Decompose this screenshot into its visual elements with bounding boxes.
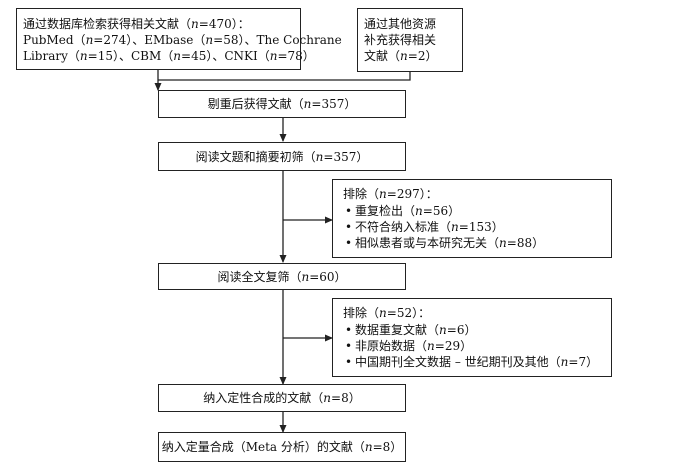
- exclusion-box-2: 排除（n=52）： 数据重复文献（n=6） 非原始数据（n=29） 中国期刊全文…: [332, 298, 612, 377]
- other-sources-line-3: 文献（n=2）: [364, 49, 438, 63]
- other-sources-box: 通过其他资源 补充获得相关 文献（n=2）: [357, 8, 463, 72]
- dedup-box: 剔重后获得文献（n=357）: [158, 90, 406, 118]
- exclusion-1-title: 排除（n=297）：: [343, 187, 438, 201]
- exclusion-2-item: 中国期刊全文数据 – 世纪期刊及其他（n=7）: [355, 354, 605, 370]
- exclusion-1-list: 重复检出（n=56） 不符合纳入标准（n=153） 相似患者或与本研究无关（n=…: [343, 203, 605, 251]
- exclusion-1-item: 不符合纳入标准（n=153）: [355, 219, 605, 235]
- other-sources-line-2: 补充获得相关: [364, 33, 437, 47]
- qualitative-synthesis-box: 纳入定性合成的文献（n=8）: [158, 384, 406, 412]
- exclusion-2-title: 排除（n=52）：: [343, 306, 431, 320]
- exclusion-2-list: 数据重复文献（n=6） 非原始数据（n=29） 中国期刊全文数据 – 世纪期刊及…: [343, 322, 605, 370]
- qualitative-synthesis-label: 纳入定性合成的文献（n=8）: [203, 391, 361, 405]
- quantitative-synthesis-box: 纳入定量合成（Meta 分析）的文献（n=8）: [158, 432, 406, 462]
- title-abstract-screening-label: 阅读文题和摘要初筛（n=357）: [195, 149, 369, 164]
- other-sources-line-1: 通过其他资源: [364, 17, 437, 31]
- fulltext-screening-label: 阅读全文复筛（n=60）: [217, 269, 347, 284]
- database-sources-line-3: Library（n=15）、CBM（n=45）、CNKI（n=78）: [23, 49, 315, 63]
- exclusion-1-item: 相似患者或与本研究无关（n=88）: [355, 235, 605, 251]
- dedup-label: 剔重后获得文献（n=357）: [207, 97, 357, 111]
- exclusion-2-item: 数据重复文献（n=6）: [355, 322, 605, 338]
- connector-other-source: [158, 72, 411, 81]
- exclusion-box-1: 排除（n=297）： 重复检出（n=56） 不符合纳入标准（n=153） 相似患…: [332, 179, 612, 258]
- database-sources-line-2: PubMed（n=274）、EMbase（n=58）、The Cochrane: [23, 33, 342, 47]
- title-abstract-screening-box: 阅读文题和摘要初筛（n=357）: [158, 142, 406, 171]
- fulltext-screening-box: 阅读全文复筛（n=60）: [158, 263, 406, 290]
- database-sources-line-1: 通过数据库检索获得相关文献（n=470）：: [23, 17, 250, 31]
- database-sources-box: 通过数据库检索获得相关文献（n=470）： PubMed（n=274）、EMba…: [16, 8, 342, 70]
- quantitative-synthesis-label: 纳入定量合成（Meta 分析）的文献（n=8）: [161, 440, 403, 454]
- exclusion-2-item: 非原始数据（n=29）: [355, 338, 605, 354]
- exclusion-1-item: 重复检出（n=56）: [355, 203, 605, 219]
